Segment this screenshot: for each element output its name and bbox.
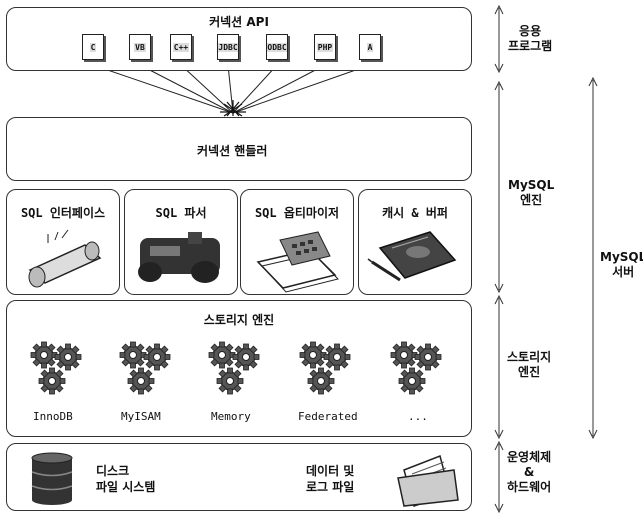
storage-engine-box: 스토리지 엔진 (6, 300, 472, 437)
client-doc-label: C++ (172, 42, 190, 52)
client-doc-label: C (89, 42, 97, 52)
sql-interface-box: SQL 인터페이스 (6, 189, 120, 295)
connection-arrows (89, 61, 374, 114)
client-doc-label: ODBC (267, 42, 287, 52)
side-range-arrows (494, 4, 598, 514)
disk-label-line1: 디스크 (96, 464, 130, 478)
files-label-line2: 로그 파일 (306, 480, 355, 494)
client-doc-label: VB (134, 42, 146, 52)
sql-optimizer-box: SQL 옵티마이저 (240, 189, 354, 295)
client-doc-label: PHP (316, 42, 334, 52)
files-label-line1: 데이터 및 (306, 464, 355, 478)
disk-icon (31, 452, 73, 505)
client-doc-icon: VB (129, 34, 151, 60)
parser-machine-icon (138, 232, 220, 283)
client-doc-icon: PHP (314, 34, 336, 60)
sql-parser-box: SQL 파서 (124, 189, 238, 295)
sql-parser-label: SQL 파서 (155, 206, 207, 220)
client-doc-icon: C++ (170, 34, 192, 60)
side-label-os-hardware: 운영체제&하드웨어 (507, 450, 552, 494)
engine-myisam: MyISAM (121, 410, 161, 423)
engine-memory: Memory (211, 410, 251, 423)
engine-more: ... (408, 410, 428, 423)
cache-buffer-box: 캐시 & 버퍼 (358, 189, 472, 295)
client-doc-label: A (366, 42, 374, 52)
client-doc-label: JDBC (218, 42, 238, 52)
burst-icon (220, 100, 246, 117)
folder-files-icon (397, 454, 459, 507)
client-doc-icon: A (359, 34, 381, 60)
engine-federated: Federated (298, 410, 358, 423)
storage-engine-title: 스토리지 엔진 (203, 313, 275, 327)
sql-interface-label: SQL 인터페이스 (20, 206, 106, 220)
connection-handler-label: 커넥션 핸들러 (197, 144, 268, 158)
connection-api-title: 커넥션 API (209, 15, 269, 29)
connection-handler-box: 커넥션 핸들러 (6, 117, 472, 181)
os-hardware-box (6, 443, 472, 511)
cache-buffer-label: 캐시 & 버퍼 (382, 206, 448, 220)
connection-api-box: 커넥션 API (6, 7, 472, 71)
book-pen-icon (367, 231, 457, 282)
disk-label-line2: 파일 시스템 (96, 480, 156, 494)
scroll-icon (28, 229, 102, 288)
client-doc-icon: ODBC (266, 34, 288, 60)
calculator-icon (256, 231, 339, 293)
client-doc-icon: C (82, 34, 104, 60)
client-doc-icon: JDBC (217, 34, 239, 60)
engine-innodb: InnoDB (33, 410, 73, 423)
sql-optimizer-label: SQL 옵티마이저 (254, 206, 340, 220)
